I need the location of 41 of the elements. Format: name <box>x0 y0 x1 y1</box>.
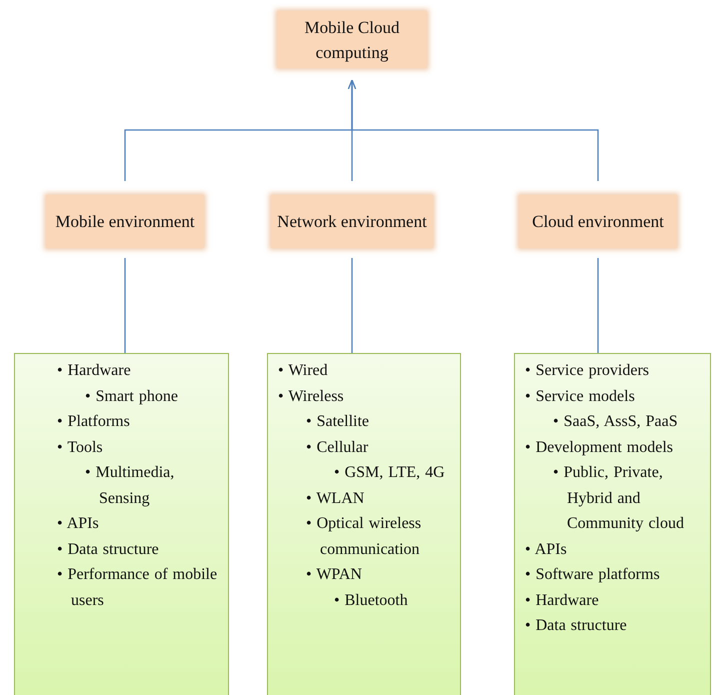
list-item: • Service models <box>525 386 636 406</box>
list-item: • APIs <box>57 514 100 534</box>
list-box <box>14 353 229 695</box>
list-box <box>267 353 461 695</box>
list-item: • Wireless <box>278 386 345 406</box>
list-item: • Cellular <box>306 438 370 458</box>
topic-label: Cloud environment <box>531 211 665 233</box>
list-item: • Optical wireless communication <box>306 514 422 560</box>
list-item: • Multimedia, Sensing <box>85 463 176 508</box>
list-item: • APIs <box>525 540 568 560</box>
connector-line <box>351 258 353 353</box>
list-item: • Bluetooth <box>334 590 409 610</box>
list-item: • WPAN <box>306 565 363 585</box>
list-item: • Smart phone <box>85 386 179 406</box>
topic-box <box>519 195 677 248</box>
list-item: • Hardware <box>525 590 600 610</box>
topic-label: Mobile Cloud computing <box>304 16 400 64</box>
list-item: • Tools <box>57 438 104 458</box>
list-item: • Data structure <box>57 540 160 560</box>
list-item: • Platforms <box>57 412 131 432</box>
topic-box <box>46 195 204 248</box>
list-item: • Development models <box>525 438 674 458</box>
list-item: • GSM, LTE, 4G <box>334 463 446 483</box>
topic-box <box>271 195 433 248</box>
list-item: • Service providers <box>525 361 650 381</box>
list-item: • Performance of mobile users <box>57 565 218 610</box>
list-item: • Software platforms <box>525 565 661 585</box>
list-item: • Wired <box>278 361 329 381</box>
list-item: • Data structure <box>525 616 628 636</box>
connector-line <box>597 258 599 353</box>
topic-box <box>277 11 427 68</box>
connector-line <box>124 258 126 353</box>
list-item: • WLAN <box>306 488 366 508</box>
connector-line <box>348 79 599 181</box>
list-item: • Hardware <box>57 361 132 381</box>
topic-label: Network environment <box>276 211 428 233</box>
list-item: • Public, Private, Hybrid and Community cloud <box>553 463 685 534</box>
list-item: • SaaS, AssS, PaaS <box>553 412 679 432</box>
list-box <box>514 353 711 695</box>
topic-label: Mobile environment <box>54 211 196 233</box>
list-item: • Satellite <box>306 412 370 432</box>
